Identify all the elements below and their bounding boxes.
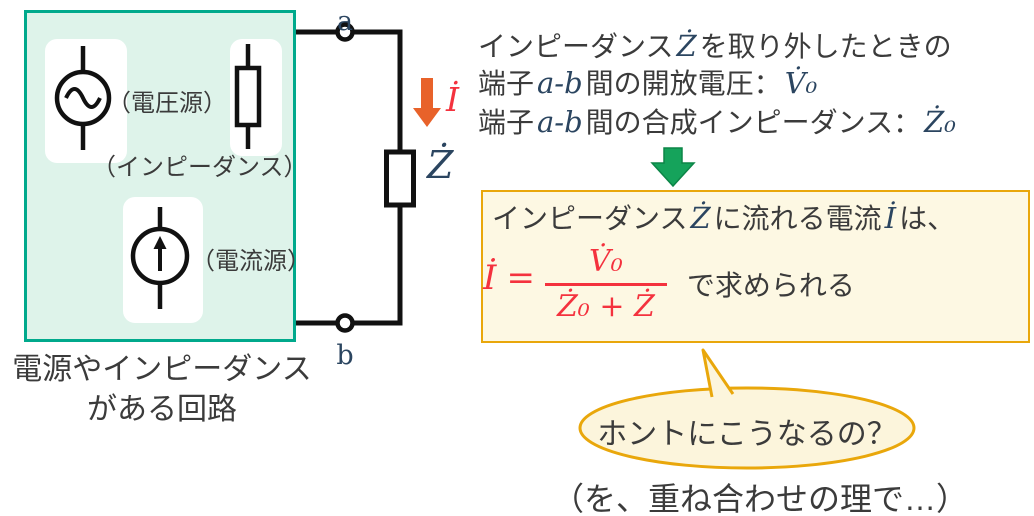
voltage-source-label: （電圧源） xyxy=(107,90,227,117)
math-i: İ xyxy=(884,201,897,235)
formula-suffix: で求められる xyxy=(686,270,855,301)
math-z: Ż xyxy=(690,201,711,235)
impedance-label: （インピーダンス） xyxy=(92,154,308,181)
terminal-a-label: a xyxy=(336,6,354,37)
math-z0: Ż₀ xyxy=(924,105,956,139)
text-segment: 間の合成インピーダンス： xyxy=(585,107,922,138)
fraction-numerator: V̇₀ xyxy=(589,243,623,279)
current-source-label: （電流源） xyxy=(191,248,311,275)
math-ab: a-b xyxy=(537,105,583,139)
speech-bubble-text: ホントにこうなるの？ xyxy=(597,418,897,451)
formula-fraction: V̇₀ Ż₀ + Ż xyxy=(544,243,667,325)
load-impedance-label: Ż xyxy=(427,143,454,187)
text-segment: に流れる電流 xyxy=(713,203,882,234)
math-v0: V̇₀ xyxy=(784,66,818,100)
text-segment: インピーダンス xyxy=(478,31,674,62)
implies-arrow-icon xyxy=(650,147,696,188)
text-segment: 端子 xyxy=(478,68,535,99)
text-segment: は、 xyxy=(899,203,956,234)
math-z: Ż xyxy=(676,29,697,63)
caption-line-2: がある回路 xyxy=(87,393,237,426)
caption-line-1: 電源やインピーダンス xyxy=(12,353,312,386)
terminal-b-label: b xyxy=(336,340,354,371)
equals-sign: = xyxy=(506,258,535,298)
current-symbol-label: İ xyxy=(446,80,460,119)
result-box xyxy=(481,190,1030,343)
math-ab: a-b xyxy=(537,66,583,100)
text-segment: を取り外したときの xyxy=(699,31,952,62)
footnote-text: （を、重ね合わせの理で…） xyxy=(552,481,969,516)
thevenin-formula: İ = V̇₀ Ż₀ + Ż で求められる xyxy=(483,232,855,336)
terminal-b-node xyxy=(335,313,355,333)
circuit-wires xyxy=(296,29,403,326)
fraction-bar xyxy=(544,282,667,286)
formula-lhs: İ xyxy=(483,258,497,298)
fraction-denominator: Ż₀ + Ż xyxy=(556,288,655,324)
source-box-caption: 電源やインピーダンス がある回路 xyxy=(4,350,320,430)
text-segment: 端子 xyxy=(478,107,535,138)
text-segment: インピーダンス xyxy=(492,203,688,234)
load-impedance-icon xyxy=(384,149,416,208)
current-arrow-icon xyxy=(413,78,441,127)
impedance-chip xyxy=(230,39,282,156)
text-segment: 間の開放電圧： xyxy=(585,68,782,99)
